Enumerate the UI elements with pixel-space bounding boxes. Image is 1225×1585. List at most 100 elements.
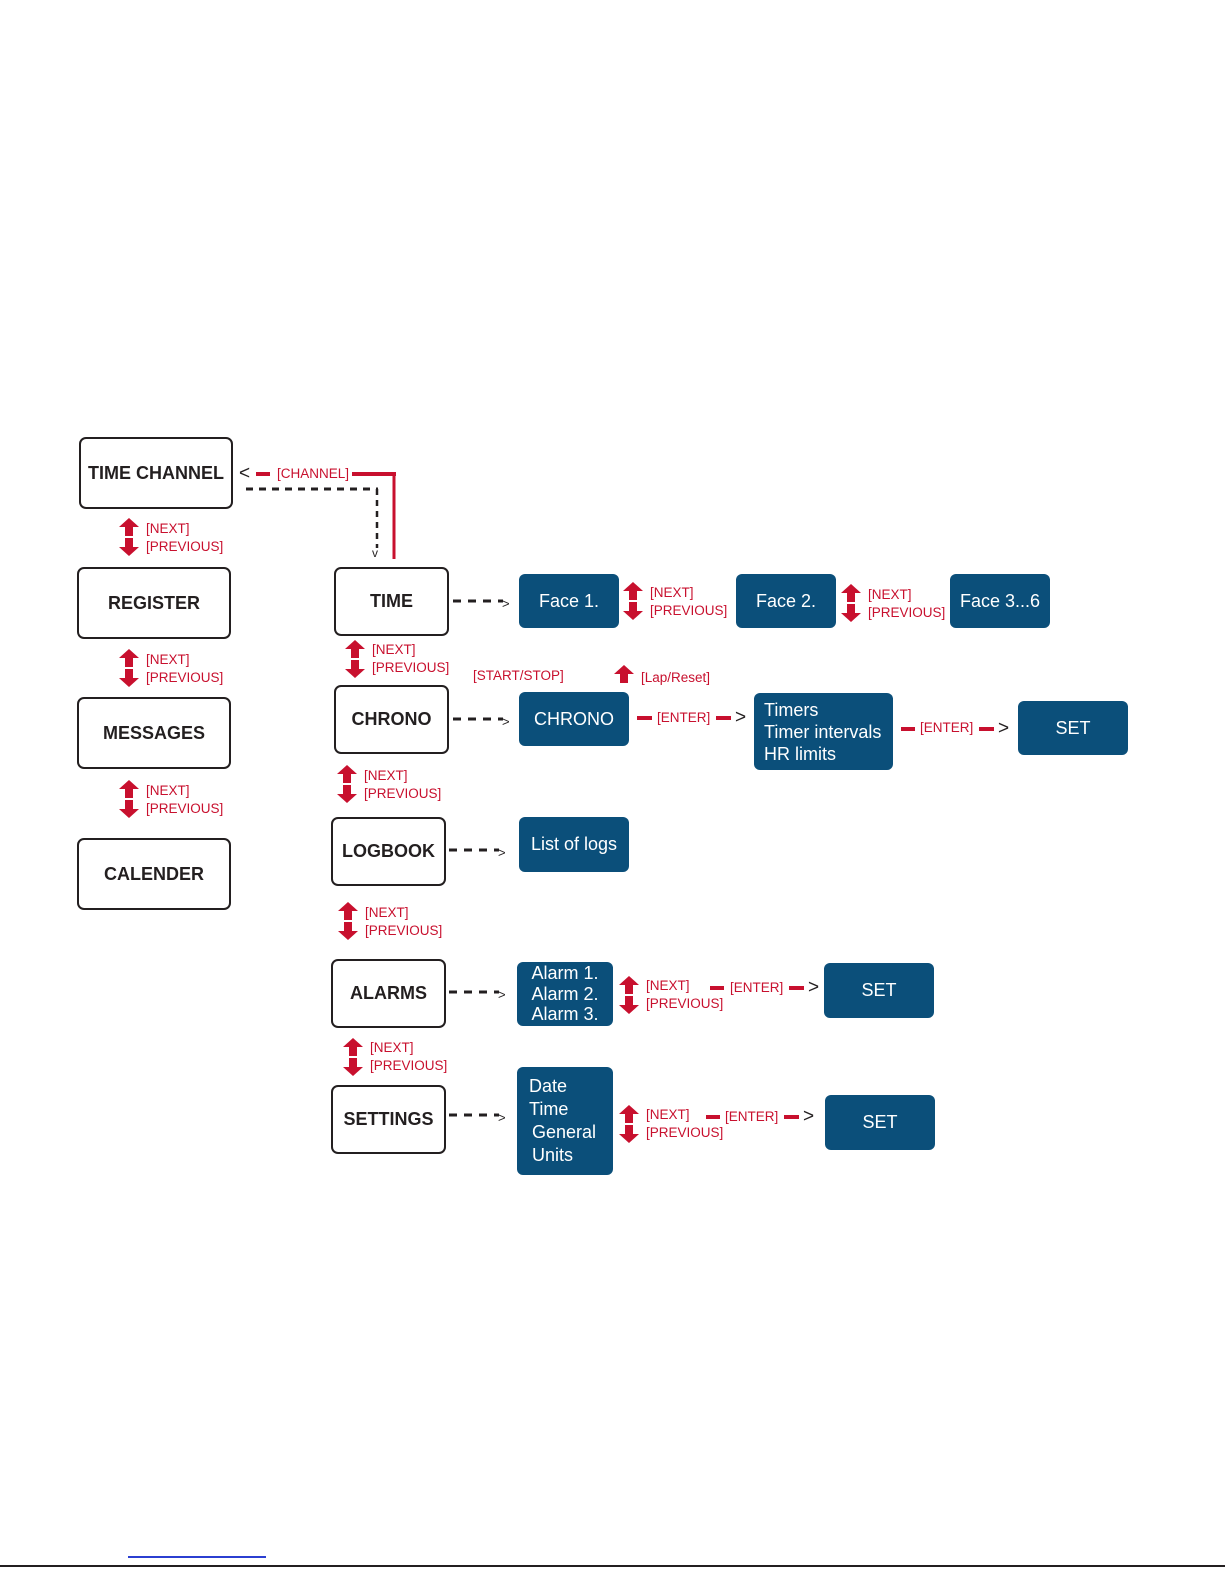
screen-list-of-logs: List of logs — [519, 817, 629, 872]
gt-symbol: > — [735, 707, 747, 728]
up-arrow-icon — [619, 1105, 639, 1123]
submenu-chrono[interactable]: CHRONO — [334, 685, 449, 754]
main-menu-time-channel[interactable]: TIME CHANNEL — [79, 437, 233, 509]
submenu-settings[interactable]: SETTINGS — [331, 1085, 446, 1154]
down-arrow-icon — [623, 602, 643, 620]
next-previous-arrows — [345, 640, 365, 680]
down-arrow-icon — [119, 538, 139, 556]
previous-label: [PREVIOUS] — [370, 1058, 448, 1073]
main-menu-label: REGISTER — [107, 592, 200, 613]
enter-label: [ENTER] — [725, 1109, 779, 1124]
next-label: [NEXT] — [146, 652, 190, 667]
enter-dashes — [637, 716, 994, 1119]
down-arrow-icon — [119, 800, 139, 818]
screen-text: Face 2. — [755, 590, 817, 611]
down-arrow-icon — [119, 669, 139, 687]
next-previous-arrows — [841, 584, 861, 624]
screen-line: Date — [529, 1076, 568, 1096]
screen-line: Alarm 2. — [531, 983, 599, 1004]
gt-symbol: > — [498, 987, 506, 1002]
main-menu-register[interactable]: REGISTER — [77, 567, 231, 639]
down-arrow-icon — [619, 996, 639, 1014]
screen-chrono-set: SET — [1018, 701, 1128, 755]
up-arrow-icon — [338, 902, 358, 920]
up-arrow-icon — [119, 518, 139, 536]
up-arrow-icon — [337, 765, 357, 783]
submenu-logbook[interactable]: LOGBOOK — [331, 817, 446, 886]
screen-face-2: Face 2. — [736, 574, 836, 628]
up-arrow-icon — [619, 976, 639, 994]
next-label: [NEXT] — [370, 1040, 414, 1055]
channel-label: [CHANNEL] — [277, 466, 350, 481]
submenu-time[interactable]: TIME — [334, 567, 449, 636]
submenu-label: TIME — [370, 591, 413, 611]
previous-label: [PREVIOUS] — [646, 1125, 724, 1140]
next-previous-arrows — [338, 902, 358, 942]
start-stop-label: [START/STOP] — [473, 668, 564, 683]
next-label: [NEXT] — [868, 587, 912, 602]
screen-line: Units — [532, 1145, 574, 1165]
screen-text: List of logs — [530, 834, 618, 854]
previous-label: [PREVIOUS] — [146, 801, 224, 816]
submenu-label: ALARMS — [350, 983, 427, 1003]
next-label: [NEXT] — [646, 978, 690, 993]
previous-label: [PREVIOUS] — [146, 539, 224, 554]
main-menu-calender[interactable]: CALENDER — [77, 838, 231, 910]
next-label: [NEXT] — [365, 905, 409, 920]
next-label: [NEXT] — [146, 783, 190, 798]
next-previous-arrows — [119, 780, 139, 820]
screen-line: Time — [529, 1099, 569, 1119]
up-arrow-icon — [119, 780, 139, 798]
next-label: [NEXT] — [372, 642, 416, 657]
previous-label: [PREVIOUS] — [365, 923, 443, 938]
gt-symbol: > — [502, 714, 510, 729]
enter-label: [ENTER] — [657, 710, 711, 725]
gt-symbol: > — [998, 718, 1010, 739]
next-previous-arrows — [623, 582, 643, 622]
footer-link-underline[interactable] — [128, 1556, 266, 1558]
lap-reset-label: [Lap/Reset] — [641, 670, 711, 685]
screen-text: SET — [1055, 717, 1091, 738]
next-previous-arrows — [619, 1105, 639, 1145]
previous-label: [PREVIOUS] — [372, 660, 450, 675]
screen-line: Alarm 3. — [531, 1004, 599, 1025]
gt-symbol: > — [502, 596, 510, 611]
screen-line: Timer intervals — [764, 721, 882, 742]
submenu-label: LOGBOOK — [342, 841, 435, 861]
main-menu-label: CALENDER — [103, 863, 204, 884]
up-arrow-icon — [623, 582, 643, 600]
channel-return-line — [256, 472, 396, 559]
screen-alarms-set: SET — [824, 963, 934, 1018]
next-label: [NEXT] — [146, 521, 190, 536]
next-label: [NEXT] — [364, 768, 408, 783]
gt-symbol: > — [498, 1110, 506, 1125]
next-previous-arrows — [343, 1038, 363, 1078]
screen-chrono: CHRONO — [519, 692, 629, 746]
footer-rule — [0, 1565, 1225, 1567]
screen-line: Timers — [764, 699, 819, 720]
gt-symbol: > — [808, 977, 820, 998]
down-arrow-icon — [619, 1125, 639, 1143]
up-arrow-icon — [841, 584, 861, 602]
submenu-alarms[interactable]: ALARMS — [331, 959, 446, 1028]
next-previous-arrows — [119, 649, 139, 689]
down-arrow-icon — [345, 660, 365, 678]
main-menu-messages[interactable]: MESSAGES — [77, 697, 231, 769]
submenu-label: CHRONO — [351, 709, 432, 729]
next-previous-arrows — [119, 518, 139, 558]
enter-label: [ENTER] — [730, 980, 784, 995]
next-label: [NEXT] — [650, 585, 694, 600]
down-arrow-icon — [343, 1058, 363, 1076]
screen-face-1: Face 1. — [519, 574, 619, 628]
time-channel-to-time-dashed — [246, 487, 379, 548]
screen-alarms-list: Alarm 1. Alarm 2. Alarm 3. — [517, 962, 613, 1026]
main-menu-label: MESSAGES — [102, 722, 206, 743]
previous-label: [PREVIOUS] — [146, 670, 224, 685]
screen-line: Alarm 1. — [531, 963, 599, 984]
lt-symbol: < — [239, 463, 251, 484]
previous-label: [PREVIOUS] — [868, 605, 946, 620]
screen-text: Face 1. — [538, 590, 600, 611]
screen-text: SET — [861, 980, 897, 1000]
up-arrow-icon — [119, 649, 139, 667]
next-label: [NEXT] — [646, 1107, 690, 1122]
